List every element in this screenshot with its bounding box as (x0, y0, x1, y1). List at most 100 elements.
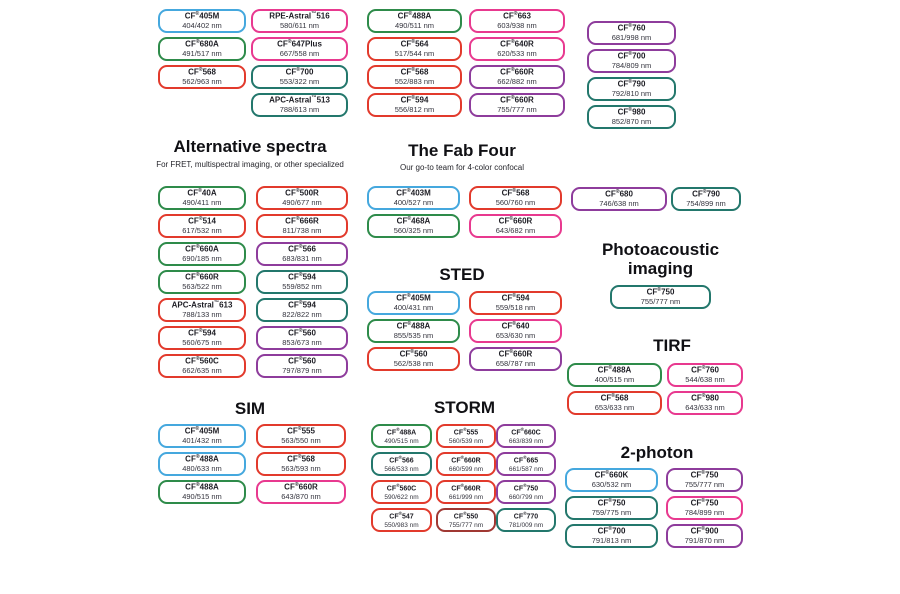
dye-name: CF®560C (185, 355, 219, 366)
dye-ex-em: 661/999 nm (448, 493, 484, 501)
dye-name: CF®568 (600, 392, 629, 403)
dye-ex-em: 759/775 nm (591, 508, 632, 518)
dye-name: CF®500R (285, 187, 319, 198)
dye-name: CF®663 (503, 10, 531, 21)
dye-ex-em: 822/822 nm (282, 310, 322, 320)
dye-name: CF®560 (288, 355, 316, 366)
dye-name: CF®660R (451, 454, 481, 465)
dye-name: CF®750 (597, 497, 626, 508)
dye-ex-em: 401/432 nm (182, 436, 222, 446)
dye-ex-em: 553/322 nm (279, 77, 320, 87)
dye-ex-em: 620/533 nm (497, 49, 537, 59)
dye-name: CF®488A (397, 10, 432, 21)
section-title-alternative-spectra: Alternative spectra (173, 137, 327, 156)
dye-name: CF®594 (400, 94, 429, 105)
dye-ex-em: 791/813 nm (591, 536, 632, 546)
dye-name: CF®770 (513, 510, 539, 521)
dye-ex-em: 662/635 nm (182, 366, 222, 376)
dye-name: CF®750 (646, 286, 675, 297)
dye-name: CF®790 (617, 78, 646, 89)
dye-name: CF®665 (513, 454, 539, 465)
dye-name: CF®560C (386, 482, 417, 493)
dye-name: CF®640 (501, 320, 530, 331)
dye-name: RPE-Astral™516 (269, 10, 330, 21)
dye-ex-em: 797/879 nm (282, 366, 322, 376)
dye-ex-em: 754/899 nm (686, 199, 726, 209)
dye-name: CF®566 (389, 454, 414, 465)
dye-ex-em: 563/550 nm (281, 436, 321, 446)
dye-ex-em: 681/998 nm (611, 33, 652, 43)
dye-name: CF®790 (692, 188, 720, 199)
dye-name: CF®568 (188, 66, 216, 77)
dye-ex-em: 544/638 nm (685, 375, 725, 385)
dye-ex-em: 662/882 nm (497, 77, 537, 87)
dye-ex-em: 400/515 nm (594, 375, 635, 385)
dye-ex-em: 855/535 nm (393, 331, 434, 341)
dye-name: CF®594 (501, 292, 530, 303)
dye-ex-em: 490/411 nm (182, 198, 222, 208)
dye-ex-em: 690/185 nm (182, 254, 222, 264)
dye-ex-em: 792/810 nm (611, 89, 652, 99)
dye-ex-em: 661/587 nm (508, 465, 544, 473)
dye-ex-em: 643/633 nm (685, 403, 725, 413)
dye-ex-em: 560/325 nm (393, 226, 434, 236)
dye-ex-em: 517/544 nm (394, 49, 435, 59)
dye-ex-em: 853/673 nm (282, 338, 322, 348)
dye-ex-em: 559/852 nm (282, 282, 322, 292)
dye-ex-em: 755/777 nm (640, 297, 681, 307)
dye-name: CF®405M (184, 425, 220, 436)
dye-name: CF®405M (396, 292, 431, 303)
dye-name: CF®647Plus (277, 38, 322, 49)
dye-ex-em: 590/622 nm (384, 493, 419, 501)
dye-name: CF®568 (501, 187, 530, 198)
dye-ex-em: 755/777 nm (497, 105, 537, 115)
dye-ex-em: 560/675 nm (182, 338, 222, 348)
dye-name: CF®660R (500, 66, 534, 77)
dye-name: CF®660R (451, 482, 481, 493)
dye-ex-em: 788/133 nm (182, 310, 222, 320)
dye-name: CF®488A (185, 481, 219, 492)
dye-ex-em: 400/527 nm (393, 198, 434, 208)
section-title-storm: STORM (433, 398, 496, 417)
dye-ex-em: 788/613 nm (279, 105, 320, 115)
dye-ex-em: 667/558 nm (279, 49, 320, 59)
section-title-sim: SIM (234, 399, 266, 418)
section-subtitle-alternative-spectra: For FRET, multispectral imaging, or othe… (156, 160, 344, 169)
dye-name: CF®555 (453, 426, 479, 437)
dye-ex-em: 563/593 nm (281, 464, 321, 474)
